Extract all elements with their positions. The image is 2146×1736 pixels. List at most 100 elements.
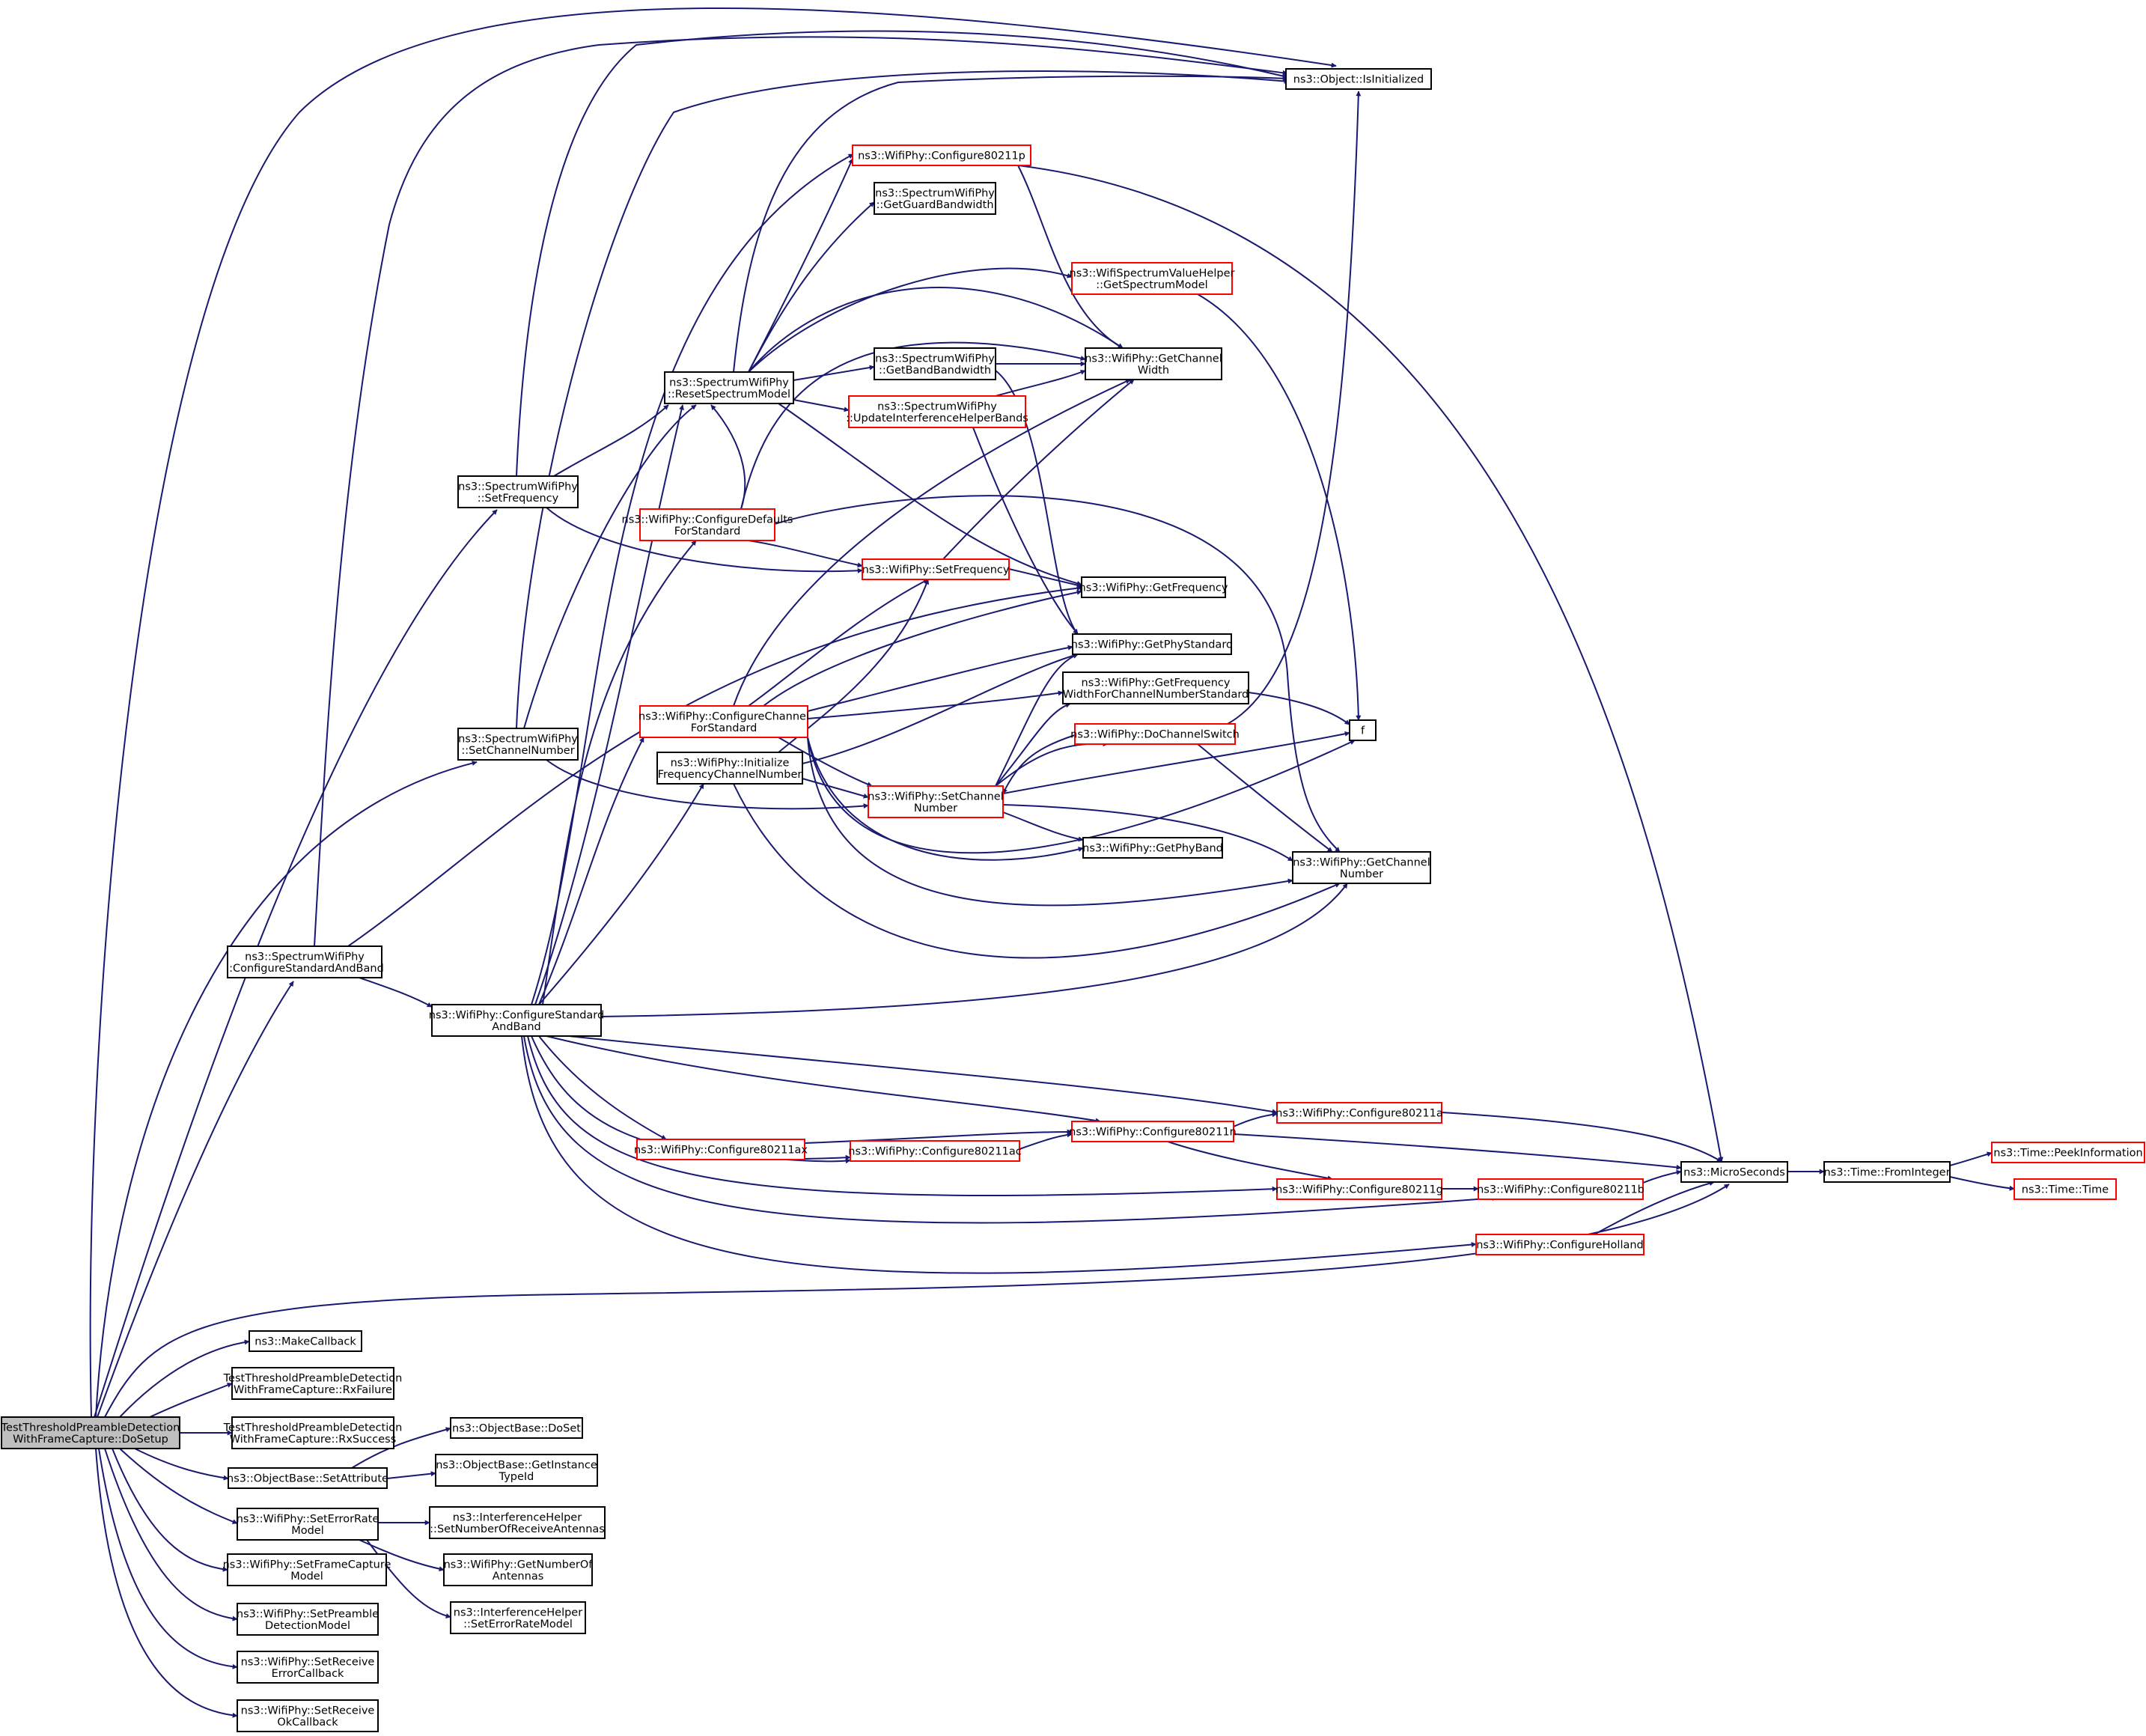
node-f[interactable]: f <box>1349 719 1377 741</box>
edge-wcfgstd-to-cfgdef <box>542 540 697 1005</box>
node-makecb[interactable]: ns3::MakeCallback <box>249 1330 362 1352</box>
node-micro[interactable]: ns3::MicroSeconds <box>1680 1161 1788 1183</box>
node-box <box>1292 851 1431 884</box>
node-cfg11n[interactable]: ns3::WifiPhy::Configure80211n <box>1069 1121 1237 1142</box>
node-isinit[interactable]: ns3::Object::IsInitialized <box>1285 68 1432 90</box>
node-cfg11p[interactable]: ns3::WifiPhy::Configure80211p <box>852 144 1031 166</box>
node-box <box>443 1553 593 1586</box>
node-box <box>639 705 808 738</box>
node-wsetch[interactable]: ns3::WifiPhy::SetChannelNumber <box>868 785 1004 818</box>
node-label: ns3::WifiPhy::GetFrequency <box>1082 677 1231 689</box>
node-cfgdef[interactable]: ns3::WifiPhy::ConfigureDefaultsForStanda… <box>622 508 793 541</box>
edge-ssetch-to-resetspec <box>523 404 697 729</box>
node-scfgstd[interactable]: ns3::SpectrumWifiPhy::ConfigureStandardA… <box>225 945 384 978</box>
node-ssetch[interactable]: ns3::SpectrumWifiPhy::SetChannelNumber <box>457 728 579 761</box>
node-cfgchstd[interactable]: ns3::WifiPhy::ConfigureChannelForStandar… <box>638 705 809 738</box>
node-getband[interactable]: ns3::WifiPhy::GetPhyBand <box>1082 837 1223 859</box>
node-guardbw[interactable]: ns3::SpectrumWifiPhy::GetGuardBandwidth <box>874 182 996 215</box>
node-initfcn[interactable]: ns3::WifiPhy::InitializeFrequencyChannel… <box>656 752 803 785</box>
node-wsetfreq[interactable]: ns3::WifiPhy::SetFrequency <box>862 558 1010 580</box>
node-ssetfreq[interactable]: ns3::SpectrumWifiPhy::SetFrequency <box>457 475 579 508</box>
node-label: ns3::SpectrumWifiPhy <box>245 951 365 963</box>
node-label: ns3::SpectrumWifiPhy <box>875 353 995 365</box>
node-label: ns3::WifiSpectrumValueHelper <box>1070 267 1235 279</box>
edge-wcfgstd-to-cfg11p <box>531 153 854 1005</box>
node-cfg11ac[interactable]: ns3::WifiPhy::Configure80211ac <box>848 1140 1022 1162</box>
edge-cfgchstd-to-getchw <box>733 379 1131 707</box>
edge-root-to-ssetfreq <box>94 509 498 1418</box>
node-getstd[interactable]: ns3::WifiPhy::GetPhyStandard <box>1071 633 1233 655</box>
node-peek[interactable]: ns3::Time::PeekInformation <box>1991 1142 2145 1163</box>
edge-cfg11a-to-micro <box>1441 1112 1722 1163</box>
node-rxsucc[interactable]: TestThresholdPreambleDetectionWithFrameC… <box>223 1416 403 1449</box>
node-label: TypeId <box>499 1471 534 1483</box>
node-doset[interactable]: ns3::ObjectBase::DoSet <box>450 1417 583 1439</box>
edge-resetspec-to-getfreq <box>778 403 1082 586</box>
edge-scfgstd-to-isinit <box>314 36 1288 947</box>
node-wcfgstd[interactable]: ns3::WifiPhy::ConfigureStandardAndBand <box>429 1004 604 1037</box>
node-dochsw[interactable]: ns3::WifiPhy::DoChannelSwitch <box>1070 723 1240 745</box>
node-updint[interactable]: ns3::SpectrumWifiPhy::UpdateInterference… <box>846 395 1028 428</box>
node-cfg11ax[interactable]: ns3::WifiPhy::Configure80211ax <box>634 1139 808 1160</box>
edge-scfgstd-to-wcfgstd <box>359 977 433 1008</box>
node-label: ns3::WifiPhy::GetNumberOf <box>444 1559 594 1571</box>
node-resetspec[interactable]: ns3::SpectrumWifiPhy::ResetSpectrumModel <box>664 371 794 404</box>
node-seterm[interactable]: ns3::WifiPhy::SetErrorRateModel <box>237 1508 379 1541</box>
node-iherm[interactable]: ns3::InterferenceHelper::SetErrorRateMod… <box>450 1601 586 1634</box>
edge-resetspec-to-isinit <box>733 75 1288 373</box>
node-box <box>237 1699 379 1732</box>
edge-cfgchstd-to-getfwcn <box>807 690 1064 719</box>
node-label: ns3::WifiPhy::ConfigureStandard <box>429 1009 604 1021</box>
node-label: WithFrameCapture::RxSuccess <box>230 1434 397 1446</box>
node-box <box>862 558 1010 580</box>
node-setnra[interactable]: ns3::InterferenceHelper::SetNumberOfRece… <box>429 1506 606 1539</box>
node-fromint[interactable]: ns3::Time::FromInteger <box>1823 1161 1951 1183</box>
node-label: ns3::WifiPhy::ConfigureChannel <box>638 710 809 722</box>
edge-resetspec-to-cfg11p <box>748 158 853 373</box>
node-root[interactable]: TestThresholdPreambleDetectionWithFrameC… <box>1 1416 180 1449</box>
node-rxfail[interactable]: TestThresholdPreambleDetectionWithFrameC… <box>223 1367 403 1400</box>
node-cfg11b[interactable]: ns3::WifiPhy::Configure80211b <box>1477 1178 1644 1200</box>
node-label: ns3::WifiPhy::GetChannel <box>1293 856 1430 868</box>
edge-initfcn-to-wsetch <box>802 778 869 799</box>
node-cfg11g[interactable]: ns3::WifiPhy::Configure80211g <box>1275 1178 1443 1200</box>
edge-dochsw-to-getchn <box>1197 743 1333 853</box>
node-label: ns3::Time::FromInteger <box>1823 1167 1950 1179</box>
node-setattr[interactable]: ns3::ObjectBase::SetAttribute <box>227 1467 388 1489</box>
node-box <box>1081 576 1226 598</box>
edge-ssetch-to-isinit <box>516 70 1290 729</box>
node-label: ns3::ObjectBase::GetInstance <box>436 1459 597 1471</box>
edge-ssetfreq-to-resetspec <box>553 404 669 477</box>
node-box <box>636 1139 805 1160</box>
node-getbw[interactable]: ns3::SpectrumWifiPhy::GetBandBandwidth <box>874 347 996 380</box>
node-label: ns3::WifiPhy::ConfigureDefaults <box>622 514 793 526</box>
node-getfreq[interactable]: ns3::WifiPhy::GetFrequency <box>1079 576 1228 598</box>
node-box <box>249 1330 362 1352</box>
edge-cfgchstd-to-getband <box>807 737 1084 861</box>
node-box <box>1349 719 1377 741</box>
function-nodes: TestThresholdPreambleDetectionWithFrameC… <box>1 68 2145 1732</box>
edge-wcfgstd-to-cfg11a <box>568 1035 1278 1115</box>
node-label: ns3::WifiPhy::Initialize <box>671 757 790 769</box>
node-label: FrequencyChannelNumber <box>658 769 802 781</box>
node-getspec[interactable]: ns3::WifiSpectrumValueHelper::GetSpectru… <box>1070 262 1235 295</box>
edge-cfg11p-to-micro <box>1017 165 1724 1163</box>
node-getfwcn[interactable]: ns3::WifiPhy::GetFrequencyWidthForChanne… <box>1062 671 1249 704</box>
node-time[interactable]: ns3::Time::Time <box>2014 1178 2117 1200</box>
node-box <box>227 1553 387 1586</box>
node-label: ns3::WifiPhy::Configure80211p <box>858 150 1025 162</box>
node-cfg11a[interactable]: ns3::WifiPhy::Configure80211a <box>1275 1102 1443 1124</box>
node-box <box>868 785 1004 818</box>
node-holland[interactable]: ns3::WifiPhy::ConfigureHolland <box>1475 1234 1644 1255</box>
node-box <box>2014 1178 2117 1200</box>
edge-fromint-to-peek <box>1949 1151 1993 1166</box>
node-label: ns3::WifiPhy::Configure80211ax <box>634 1145 808 1157</box>
